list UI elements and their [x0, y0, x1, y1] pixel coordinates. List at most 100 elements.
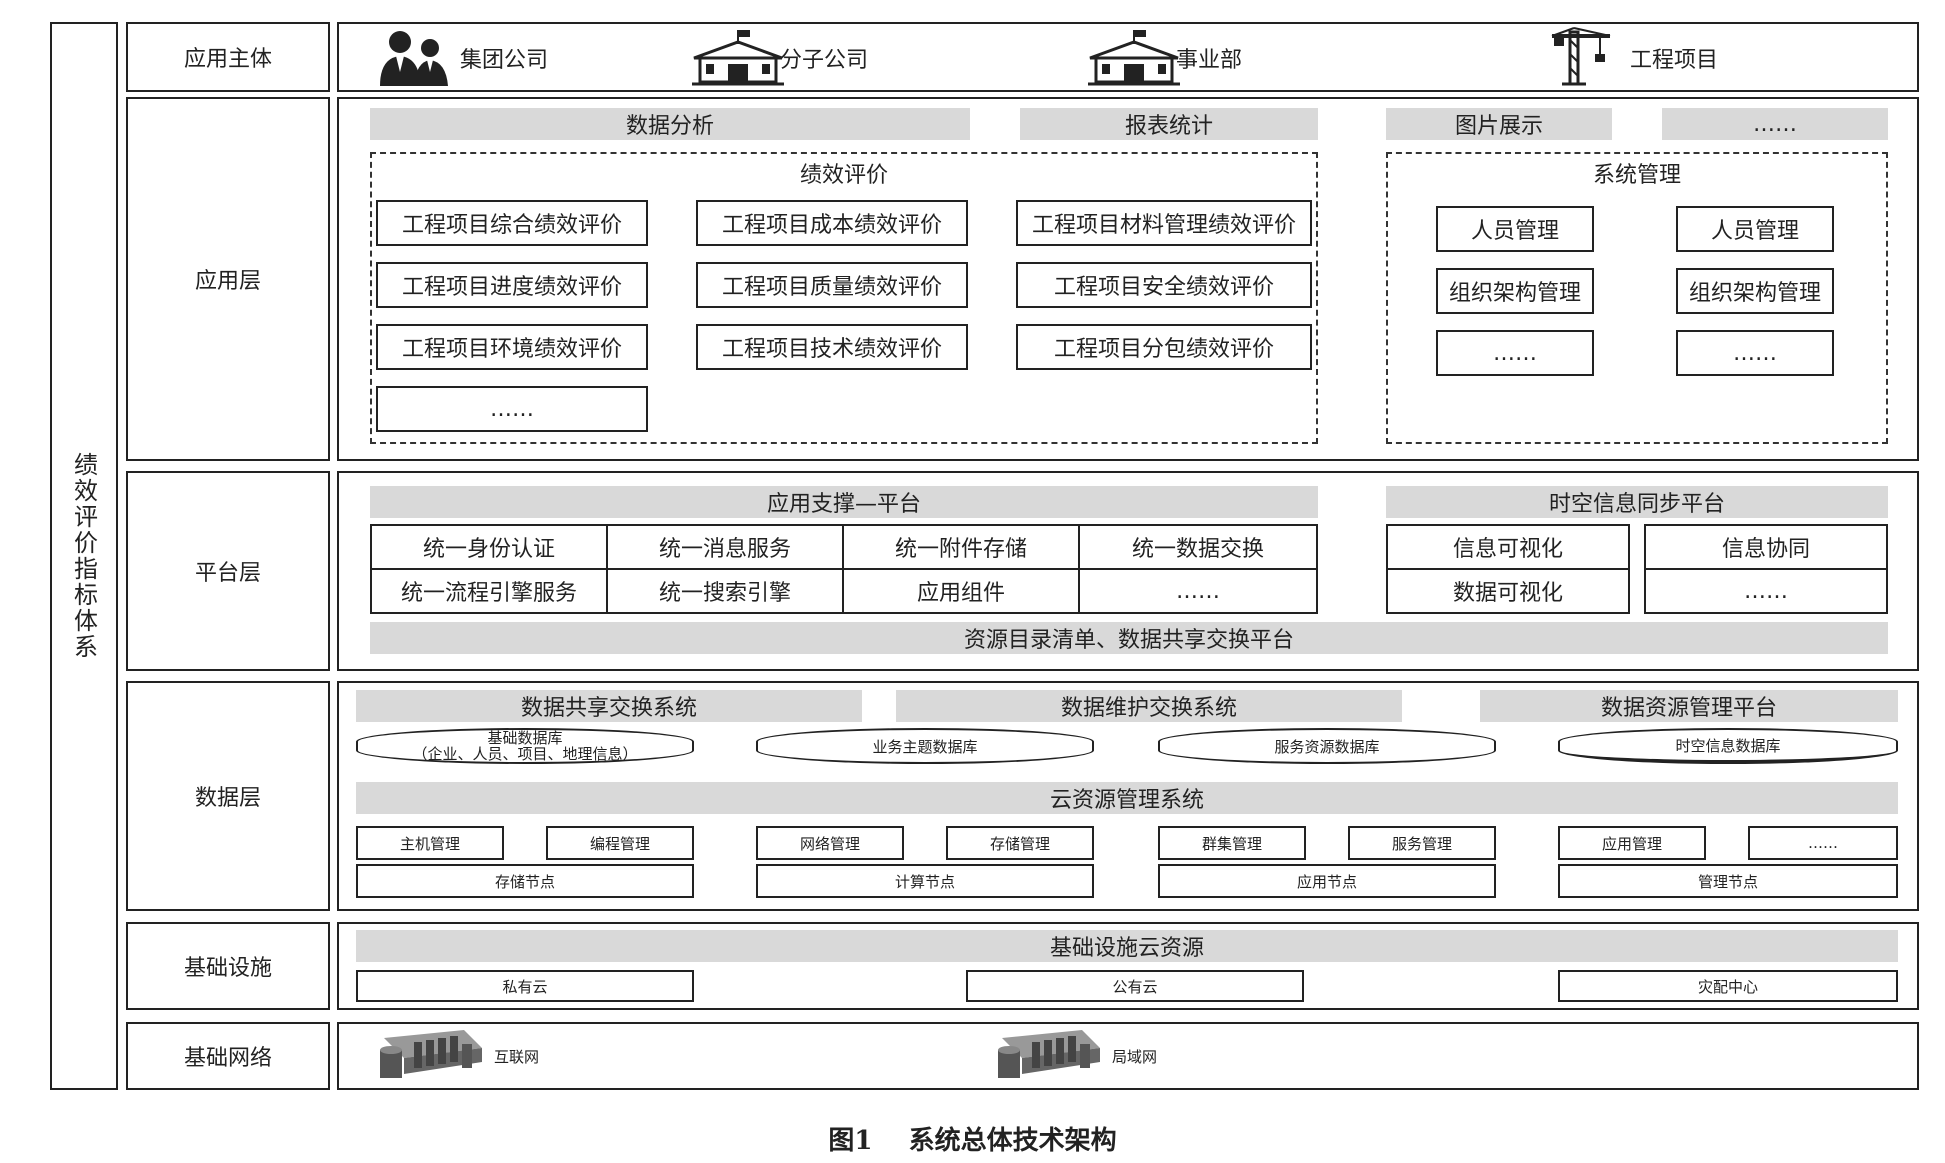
sys-item: 组织架构管理: [1676, 268, 1834, 314]
sys-item-label: 组织架构管理: [1449, 275, 1581, 307]
perf-item-label: 工程项目进度绩效评价: [402, 269, 622, 301]
data-system-bar: 数据资源管理平台: [1480, 690, 1898, 722]
sys-item-label: ……: [1733, 341, 1777, 366]
perf-title: 绩效评价: [370, 157, 1318, 189]
subject-label: 分子公司: [780, 42, 868, 74]
database-cylinder: 业务主题数据库: [756, 728, 1094, 764]
network-label: 互联网: [494, 1046, 539, 1067]
mgmt-item-label: 服务管理: [1392, 833, 1452, 854]
perf-item: 工程项目进度绩效评价: [376, 262, 648, 308]
caption-text: 图1 系统总体技术架构: [828, 1120, 1116, 1157]
layer-label-platform: 平台层: [126, 471, 330, 671]
mgmt-item-label: 编程管理: [590, 833, 650, 854]
sys-item: ……: [1676, 330, 1834, 376]
layer-label-text: 基础设施: [184, 950, 272, 982]
bar-label: 应用支撑—平台: [767, 486, 921, 518]
perf-item-label: 工程项目材料管理绩效评价: [1032, 207, 1296, 239]
db-label: 时空信息数据库: [1675, 735, 1780, 756]
sync-item-label: 信息可视化: [1453, 531, 1563, 563]
cloud-item: 私有云: [356, 970, 694, 1002]
bar-label: 时空信息同步平台: [1549, 486, 1725, 518]
cloud-item: 公有云: [966, 970, 1304, 1002]
bar-label: 数据分析: [626, 108, 714, 140]
layer-label-text: 应用主体: [184, 41, 272, 73]
node-item-label: 应用节点: [1297, 871, 1357, 892]
perf-item-label: 工程项目质量绩效评价: [722, 269, 942, 301]
support-item-label: 应用组件: [917, 575, 1005, 607]
perf-item: 工程项目分包绩效评价: [1016, 324, 1312, 370]
support-item: 应用组件: [842, 568, 1080, 614]
server-icon: [374, 1028, 486, 1084]
mgmt-item-label: 主机管理: [400, 833, 460, 854]
mgmt-item: 群集管理: [1158, 826, 1306, 860]
sys-item: 组织架构管理: [1436, 268, 1594, 314]
sys-item: 人员管理: [1436, 206, 1594, 252]
support-item: ……: [1078, 568, 1318, 614]
layer-label-text: 应用层: [195, 263, 261, 295]
database-cylinder: 时空信息数据库: [1558, 728, 1898, 764]
layer-label-network: 基础网络: [126, 1022, 330, 1090]
data-system-bar: 数据共享交换系统: [356, 690, 862, 722]
layer-label-text: 基础网络: [184, 1040, 272, 1072]
node-item: 管理节点: [1558, 864, 1898, 898]
node-item-label: 管理节点: [1698, 871, 1758, 892]
support-item: 统一消息服务: [606, 524, 844, 570]
mgmt-item: 主机管理: [356, 826, 504, 860]
node-item: 存储节点: [356, 864, 694, 898]
layer-label-text: 平台层: [195, 555, 261, 587]
perf-item: 工程项目综合绩效评价: [376, 200, 648, 246]
support-item: 统一身份认证: [370, 524, 608, 570]
building-icon: [688, 28, 788, 86]
mgmt-item: 服务管理: [1348, 826, 1496, 860]
mgmt-item-label: 网络管理: [800, 833, 860, 854]
sync-item: 数据可视化: [1386, 568, 1630, 614]
layer-label-text: 数据层: [195, 780, 261, 812]
bar-label: 报表统计: [1125, 108, 1213, 140]
support-item: 统一搜索引擎: [606, 568, 844, 614]
node-item-label: 存储节点: [495, 871, 555, 892]
support-item: 统一数据交换: [1078, 524, 1318, 570]
perf-item-label: ……: [490, 397, 534, 422]
perf-item-label: 工程项目安全绩效评价: [1054, 269, 1274, 301]
db-label: 业务主题数据库: [872, 736, 977, 757]
perf-item-label: 工程项目成本绩效评价: [722, 207, 942, 239]
sys-item-label: 人员管理: [1711, 213, 1799, 245]
sync-item-label: ……: [1744, 579, 1788, 604]
perf-item-label: 工程项目综合绩效评价: [402, 207, 622, 239]
sys-item-label: 人员管理: [1471, 213, 1559, 245]
mgmt-item: 编程管理: [546, 826, 694, 860]
sync-item-label: 数据可视化: [1453, 575, 1563, 607]
support-item-label: 统一流程引擎服务: [401, 575, 577, 607]
node-item: 计算节点: [756, 864, 1094, 898]
cloud-item: 灾配中心: [1558, 970, 1898, 1002]
infra-cloud-bar: 基础设施云资源: [356, 930, 1898, 962]
app-bar-report: 报表统计: [1020, 108, 1318, 140]
bar-label: 云资源管理系统: [1050, 782, 1204, 814]
mgmt-item-label: 群集管理: [1202, 833, 1262, 854]
sync-item: ……: [1644, 568, 1888, 614]
cloud-item-label: 公有云: [1112, 976, 1157, 997]
bar-label: 基础设施云资源: [1050, 930, 1204, 962]
support-item-label: ……: [1176, 579, 1220, 604]
layer-label-infra: 基础设施: [126, 922, 330, 1010]
database-cylinder: 服务资源数据库: [1158, 728, 1496, 764]
perf-item: 工程项目技术绩效评价: [696, 324, 968, 370]
layer-label-app: 应用层: [126, 97, 330, 461]
bar-label: 数据共享交换系统: [521, 690, 697, 722]
sys-item: ……: [1436, 330, 1594, 376]
perf-item-label: 工程项目环境绩效评价: [402, 331, 622, 363]
support-item: 统一附件存储: [842, 524, 1080, 570]
perf-item: ……: [376, 386, 648, 432]
crane-icon: [1550, 26, 1614, 88]
figure-caption: 图1 系统总体技术架构: [0, 1118, 1945, 1158]
perf-item: 工程项目安全绩效评价: [1016, 262, 1312, 308]
app-bar-image: 图片展示: [1386, 108, 1612, 140]
cloud-item-label: 灾配中心: [1698, 976, 1758, 997]
perf-item-label: 工程项目技术绩效评价: [722, 331, 942, 363]
db-sublabel: （企业、人员、项目、地理信息）: [412, 746, 637, 763]
resource-catalog-bar: 资源目录清单、数据共享交换平台: [370, 622, 1888, 654]
sync-item: 信息协同: [1644, 524, 1888, 570]
support-item-label: 统一消息服务: [659, 531, 791, 563]
bar-label: 数据资源管理平台: [1601, 690, 1777, 722]
people-icon: [372, 28, 452, 88]
